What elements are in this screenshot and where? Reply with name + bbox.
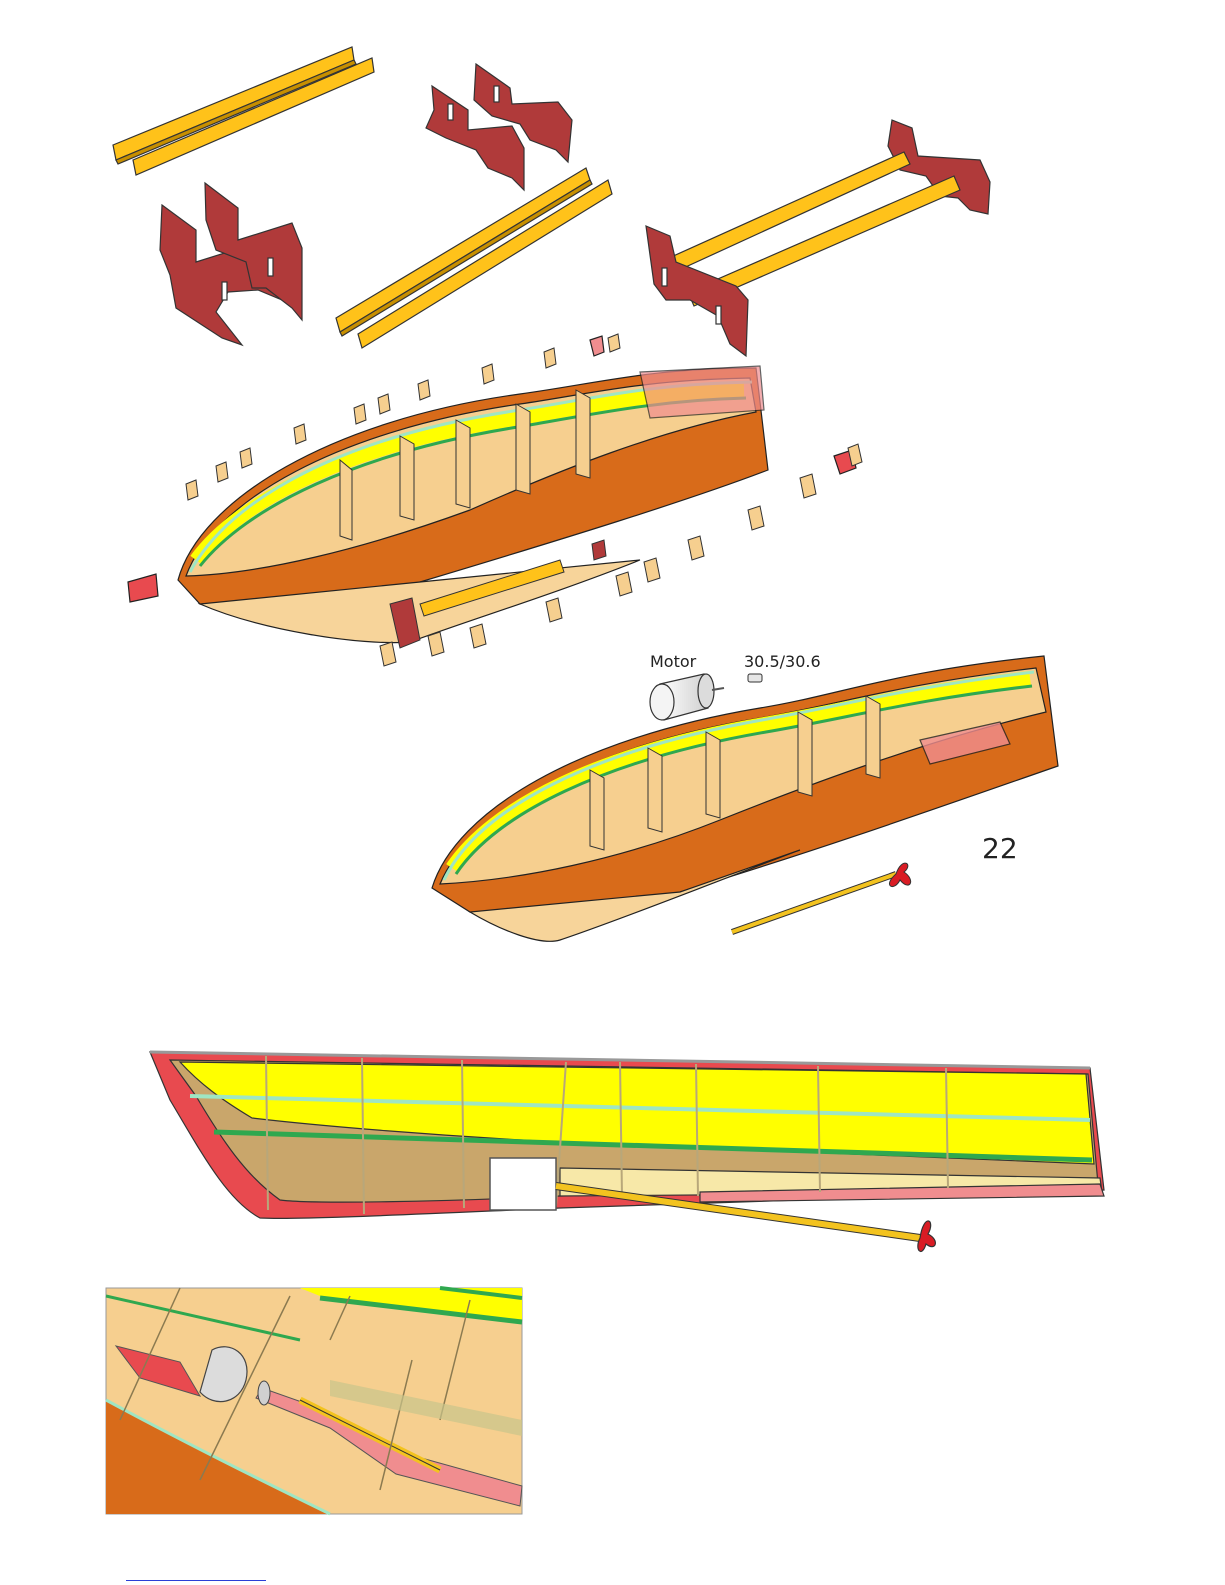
hull-exploded [128, 336, 856, 643]
motor-label: Motor [650, 652, 696, 671]
footer-link-underline [126, 1580, 266, 1581]
stand-rails-top-left [113, 47, 374, 175]
part-number-label: 30.5/30.6 [744, 652, 821, 671]
motor-detail-closeup [106, 1288, 522, 1514]
stand-assembled [646, 120, 990, 356]
stand-frame-top-pair [426, 64, 572, 190]
prop-shaft [732, 863, 911, 932]
hull-assembled [432, 656, 1058, 941]
stand-rails-center [336, 168, 612, 348]
coupler-part-icon [748, 674, 762, 682]
motor-icon [650, 674, 724, 720]
step-number: 22 [982, 832, 1018, 865]
stand-frame-left-pair [160, 183, 302, 345]
hull-side-section [150, 1052, 1104, 1251]
